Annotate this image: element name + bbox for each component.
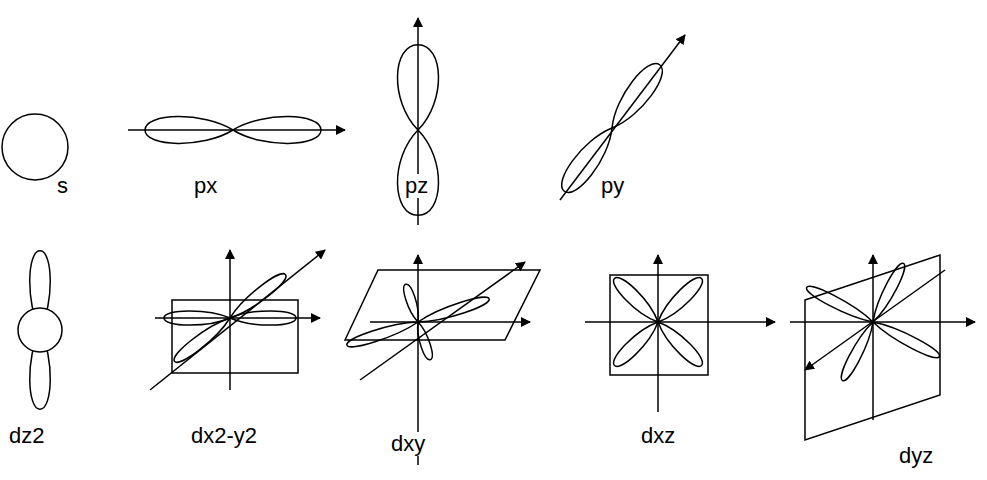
dyz-orbital bbox=[790, 255, 975, 440]
py-orbital bbox=[555, 35, 685, 200]
orbital-label: py bbox=[600, 174, 625, 198]
orbital-label: dxz bbox=[640, 424, 676, 448]
dxy-orbital bbox=[345, 255, 540, 465]
pz-orbital bbox=[398, 18, 439, 225]
orbital-label: dx2-y2 bbox=[190, 424, 258, 448]
dx2-y2-orbital bbox=[150, 250, 325, 390]
orbital-label: dz2 bbox=[8, 424, 45, 448]
orbital-label: s bbox=[56, 174, 69, 198]
dxz-orbital bbox=[585, 255, 775, 412]
orbital-label: px bbox=[193, 174, 218, 198]
s-orbital bbox=[2, 114, 68, 180]
orbital-label: dyz bbox=[898, 444, 934, 468]
orbital-label: pz bbox=[404, 174, 429, 198]
orbital-label: dxy bbox=[390, 432, 426, 456]
px-orbital bbox=[128, 117, 345, 144]
dz2-orbital bbox=[18, 251, 62, 409]
